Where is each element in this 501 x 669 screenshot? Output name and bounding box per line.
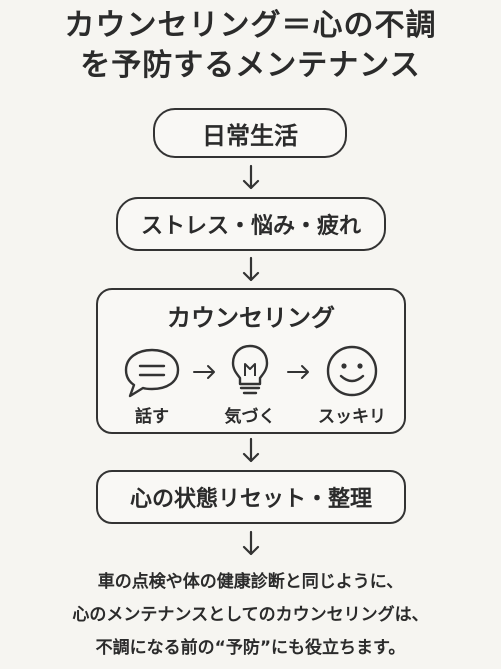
step-stress: ストレス・悩み・疲れ xyxy=(116,197,386,251)
step-reset: 心の状態リセット・整理 xyxy=(96,470,406,524)
down-arrow-icon xyxy=(241,530,261,558)
lightbulb-icon xyxy=(220,342,280,398)
step-stress-label: ストレス・悩み・疲れ xyxy=(140,214,361,239)
speech-bubble-icon xyxy=(122,344,182,400)
step-counseling: カウンセリング 話す 気づく スッキリ xyxy=(96,288,406,434)
smiley-icon xyxy=(322,344,382,400)
down-arrow-icon xyxy=(241,437,261,465)
step-daily-life-label: 日常生活 xyxy=(202,121,298,150)
item-label-refreshed: スッキリ xyxy=(318,407,386,427)
item-label-talk: 話す xyxy=(135,407,169,427)
body-line-3: 不調になる前の“予防”にも役立ちます。 xyxy=(95,638,406,658)
step-daily-life: 日常生活 xyxy=(153,108,347,158)
down-arrow-icon xyxy=(241,256,261,284)
title-line-1: カウンセリング＝心の不調 xyxy=(64,8,437,43)
right-arrow-icon xyxy=(192,364,218,380)
right-arrow-icon xyxy=(286,364,312,380)
item-label-notice: 気づく xyxy=(224,407,276,427)
step-reset-label: 心の状態リセット・整理 xyxy=(129,487,372,512)
body-line-2: 心のメンテナンスとしてのカウンセリングは、 xyxy=(72,605,429,625)
counseling-title: カウンセリング xyxy=(167,304,335,332)
title-line-2: を予防するメンテナンス xyxy=(80,48,421,83)
body-line-1: 車の点検や体の健康診断と同じように、 xyxy=(97,572,404,592)
down-arrow-icon xyxy=(241,164,261,192)
